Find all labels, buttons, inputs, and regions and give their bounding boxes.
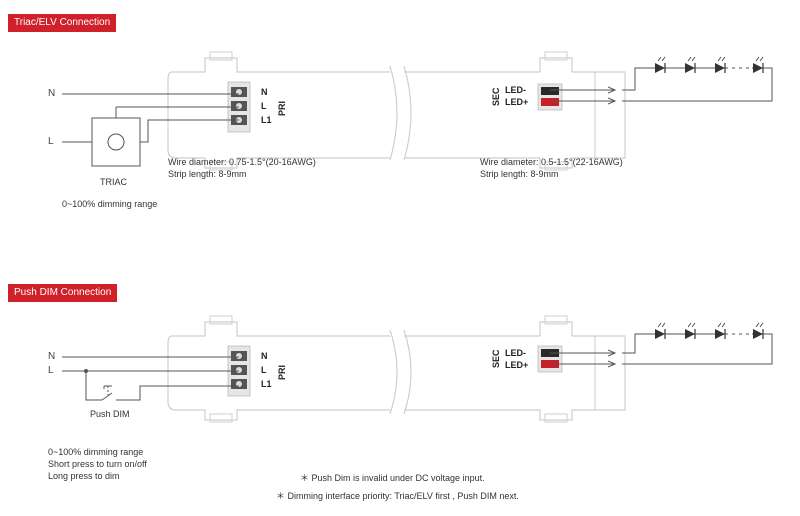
led-diode-icon [655,322,666,339]
pri-terminal-l: L [261,365,267,375]
footnote-priority: ＊ Dimming interface priority: Triac/ELV … [276,491,519,501]
driver-body-left [167,57,390,169]
push-dim-label: Push DIM [90,409,130,419]
dimming-range-note: 0~100% dimming range [62,199,158,209]
driver-body-left [167,321,390,421]
pri-terminal-n: N [261,87,268,97]
input-label-n: N [48,351,56,362]
sec-strip-length: Strip length: 8-9mm [480,169,559,179]
pri-terminal-l1: L1 [261,115,272,125]
section-tag-pushdim: Push DIM Connection [8,284,118,302]
sec-terminal-led-minus: LED- [505,348,526,358]
pri-wire-diameter: Wire diameter: 0.75-1.5°(20-16AWG) [168,157,316,167]
driver-body-right [404,321,626,421]
pri-terminal-l1: L1 [261,379,272,389]
section-tag-triac: Triac/ELV Connection [8,14,117,32]
led-diode-icon [753,322,764,339]
pri-strip-length: Strip length: 8-9mm [168,169,247,179]
short-press-note: Short press to turn on/off [48,459,147,469]
push-switch-icon [101,385,113,401]
led-diode-icon [715,322,726,339]
sec-terminal-led-plus: LED+ [505,97,529,107]
pri-label: PRI [277,100,287,116]
led-diode-icon [685,56,696,73]
sec-label: SEC [491,349,501,368]
footnote-dc-input: ＊ Push Dim is invalid under DC voltage i… [300,473,485,483]
led-diode-icon [685,322,696,339]
sec-terminal-led-plus: LED+ [505,360,529,370]
pri-terminal-l: L [261,101,267,111]
triac-knob-icon [107,133,125,151]
input-label-n: N [48,88,56,99]
led-diode-icon [655,56,666,73]
led-diode-icon [715,56,726,73]
pri-terminal-n: N [261,351,268,361]
dimming-range-note: 0~100% dimming range [48,447,144,457]
sec-wire-diameter: Wire diameter: 0.5-1.5°(22-16AWG) [480,157,623,167]
sec-terminal-led-minus: LED- [505,85,526,95]
input-label-l: L [48,136,54,147]
led-diode-icon [753,56,764,73]
input-label-l: L [48,365,54,376]
pushdim-section-drawing [62,315,773,423]
triac-section-drawing [62,51,773,171]
triac-label: TRIAC [100,177,127,187]
pri-label: PRI [277,364,287,380]
long-press-note: Long press to dim [48,471,120,481]
driver-body-right [404,57,626,169]
triac-box [91,117,141,167]
terminal-screw-icon [231,87,247,125]
sec-label: SEC [491,87,501,106]
